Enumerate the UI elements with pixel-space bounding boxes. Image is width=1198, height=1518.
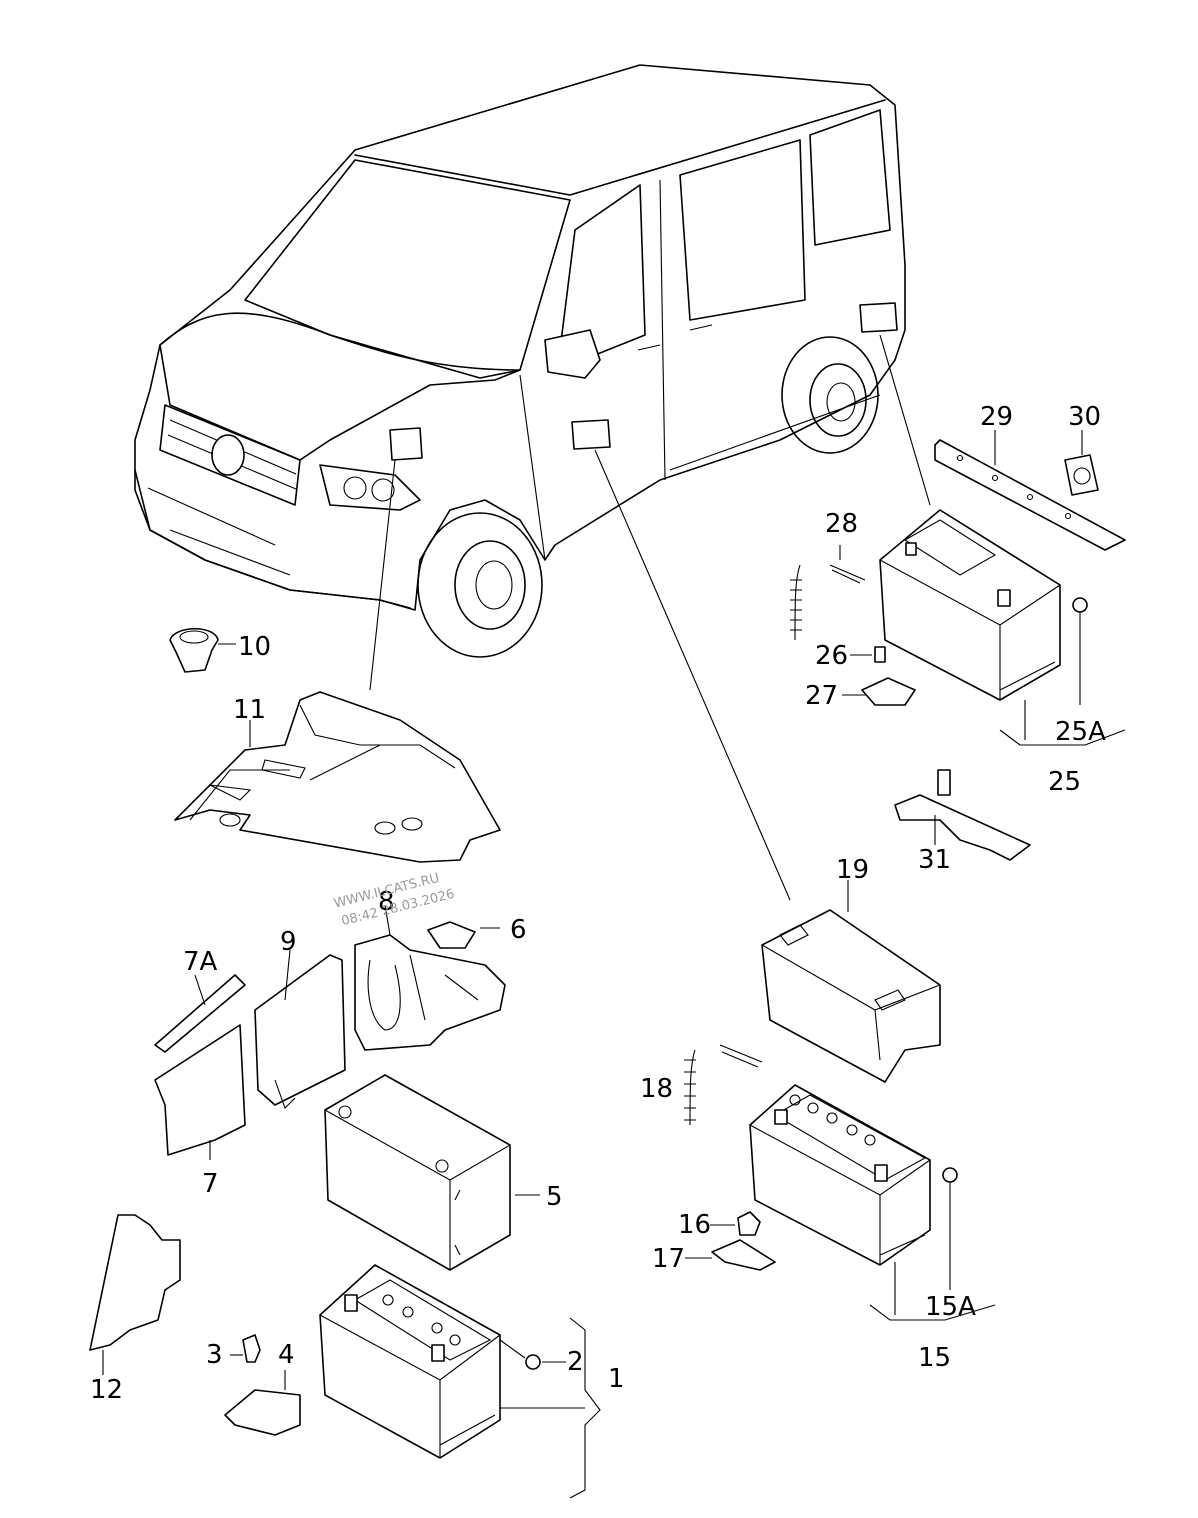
- part-3-4-fastener: [224, 1334, 301, 1436]
- label-part-5[interactable]: 5: [546, 1182, 563, 1212]
- label-part-2[interactable]: 2: [567, 1347, 584, 1377]
- leader-line-rear: [879, 334, 931, 506]
- part-7-shield: [154, 1024, 246, 1160]
- label-part-7[interactable]: 7: [202, 1169, 219, 1199]
- part-10-clip: [169, 628, 236, 673]
- part-9-panel: [254, 949, 346, 1110]
- label-part-15a[interactable]: 15A: [925, 1292, 976, 1322]
- part-31-bracket: [894, 769, 1031, 861]
- label-part-4[interactable]: 4: [278, 1340, 295, 1370]
- battery-15: [749, 1084, 996, 1321]
- part-7a-strap: [154, 974, 246, 1053]
- label-part-27[interactable]: 27: [805, 681, 838, 711]
- part-11-cover: [174, 691, 501, 863]
- label-part-1[interactable]: 1: [608, 1364, 625, 1394]
- battery-5: [324, 1074, 540, 1271]
- label-part-3[interactable]: 3: [206, 1340, 223, 1370]
- part-30-holder: [1064, 430, 1099, 496]
- label-part-17[interactable]: 17: [652, 1244, 685, 1274]
- callout-labels: 10 11 29 30 28 26 27 25A 25 31 19 8 6 9 …: [90, 402, 1106, 1405]
- leader-line-front: [369, 459, 396, 691]
- battery-1: [319, 1264, 601, 1499]
- label-part-15[interactable]: 15: [918, 1343, 951, 1373]
- label-part-8[interactable]: 8: [378, 887, 395, 917]
- label-part-28[interactable]: 28: [825, 509, 858, 539]
- part-16-17-fastener: [685, 1211, 776, 1271]
- label-part-9[interactable]: 9: [280, 927, 297, 957]
- part-6-clip: [427, 921, 500, 949]
- label-part-25a[interactable]: 25A: [1055, 717, 1106, 747]
- part-8-cover: [354, 904, 506, 1051]
- battery-25: [879, 509, 1126, 746]
- label-part-18[interactable]: 18: [640, 1074, 673, 1104]
- part-18-cable: [684, 1044, 763, 1126]
- label-part-6[interactable]: 6: [510, 915, 527, 945]
- label-part-31[interactable]: 31: [918, 845, 951, 875]
- label-part-26[interactable]: 26: [815, 641, 848, 671]
- part-26-27-fastener: [842, 646, 916, 706]
- part-28-cable: [790, 545, 866, 641]
- leader-line-middle: [594, 449, 791, 901]
- label-part-25[interactable]: 25: [1048, 767, 1081, 797]
- label-part-19[interactable]: 19: [836, 855, 869, 885]
- label-part-7a[interactable]: 7A: [183, 947, 218, 977]
- part-12-shield: [89, 1214, 181, 1375]
- label-part-10[interactable]: 10: [238, 632, 271, 662]
- label-part-30[interactable]: 30: [1068, 402, 1101, 432]
- van-illustration: [134, 64, 906, 658]
- part-29-rail: [934, 430, 1126, 551]
- part-19-housing: [761, 880, 941, 1083]
- label-part-11[interactable]: 11: [233, 695, 266, 725]
- label-part-29[interactable]: 29: [980, 402, 1013, 432]
- label-part-16[interactable]: 16: [678, 1210, 711, 1240]
- label-part-12[interactable]: 12: [90, 1375, 123, 1405]
